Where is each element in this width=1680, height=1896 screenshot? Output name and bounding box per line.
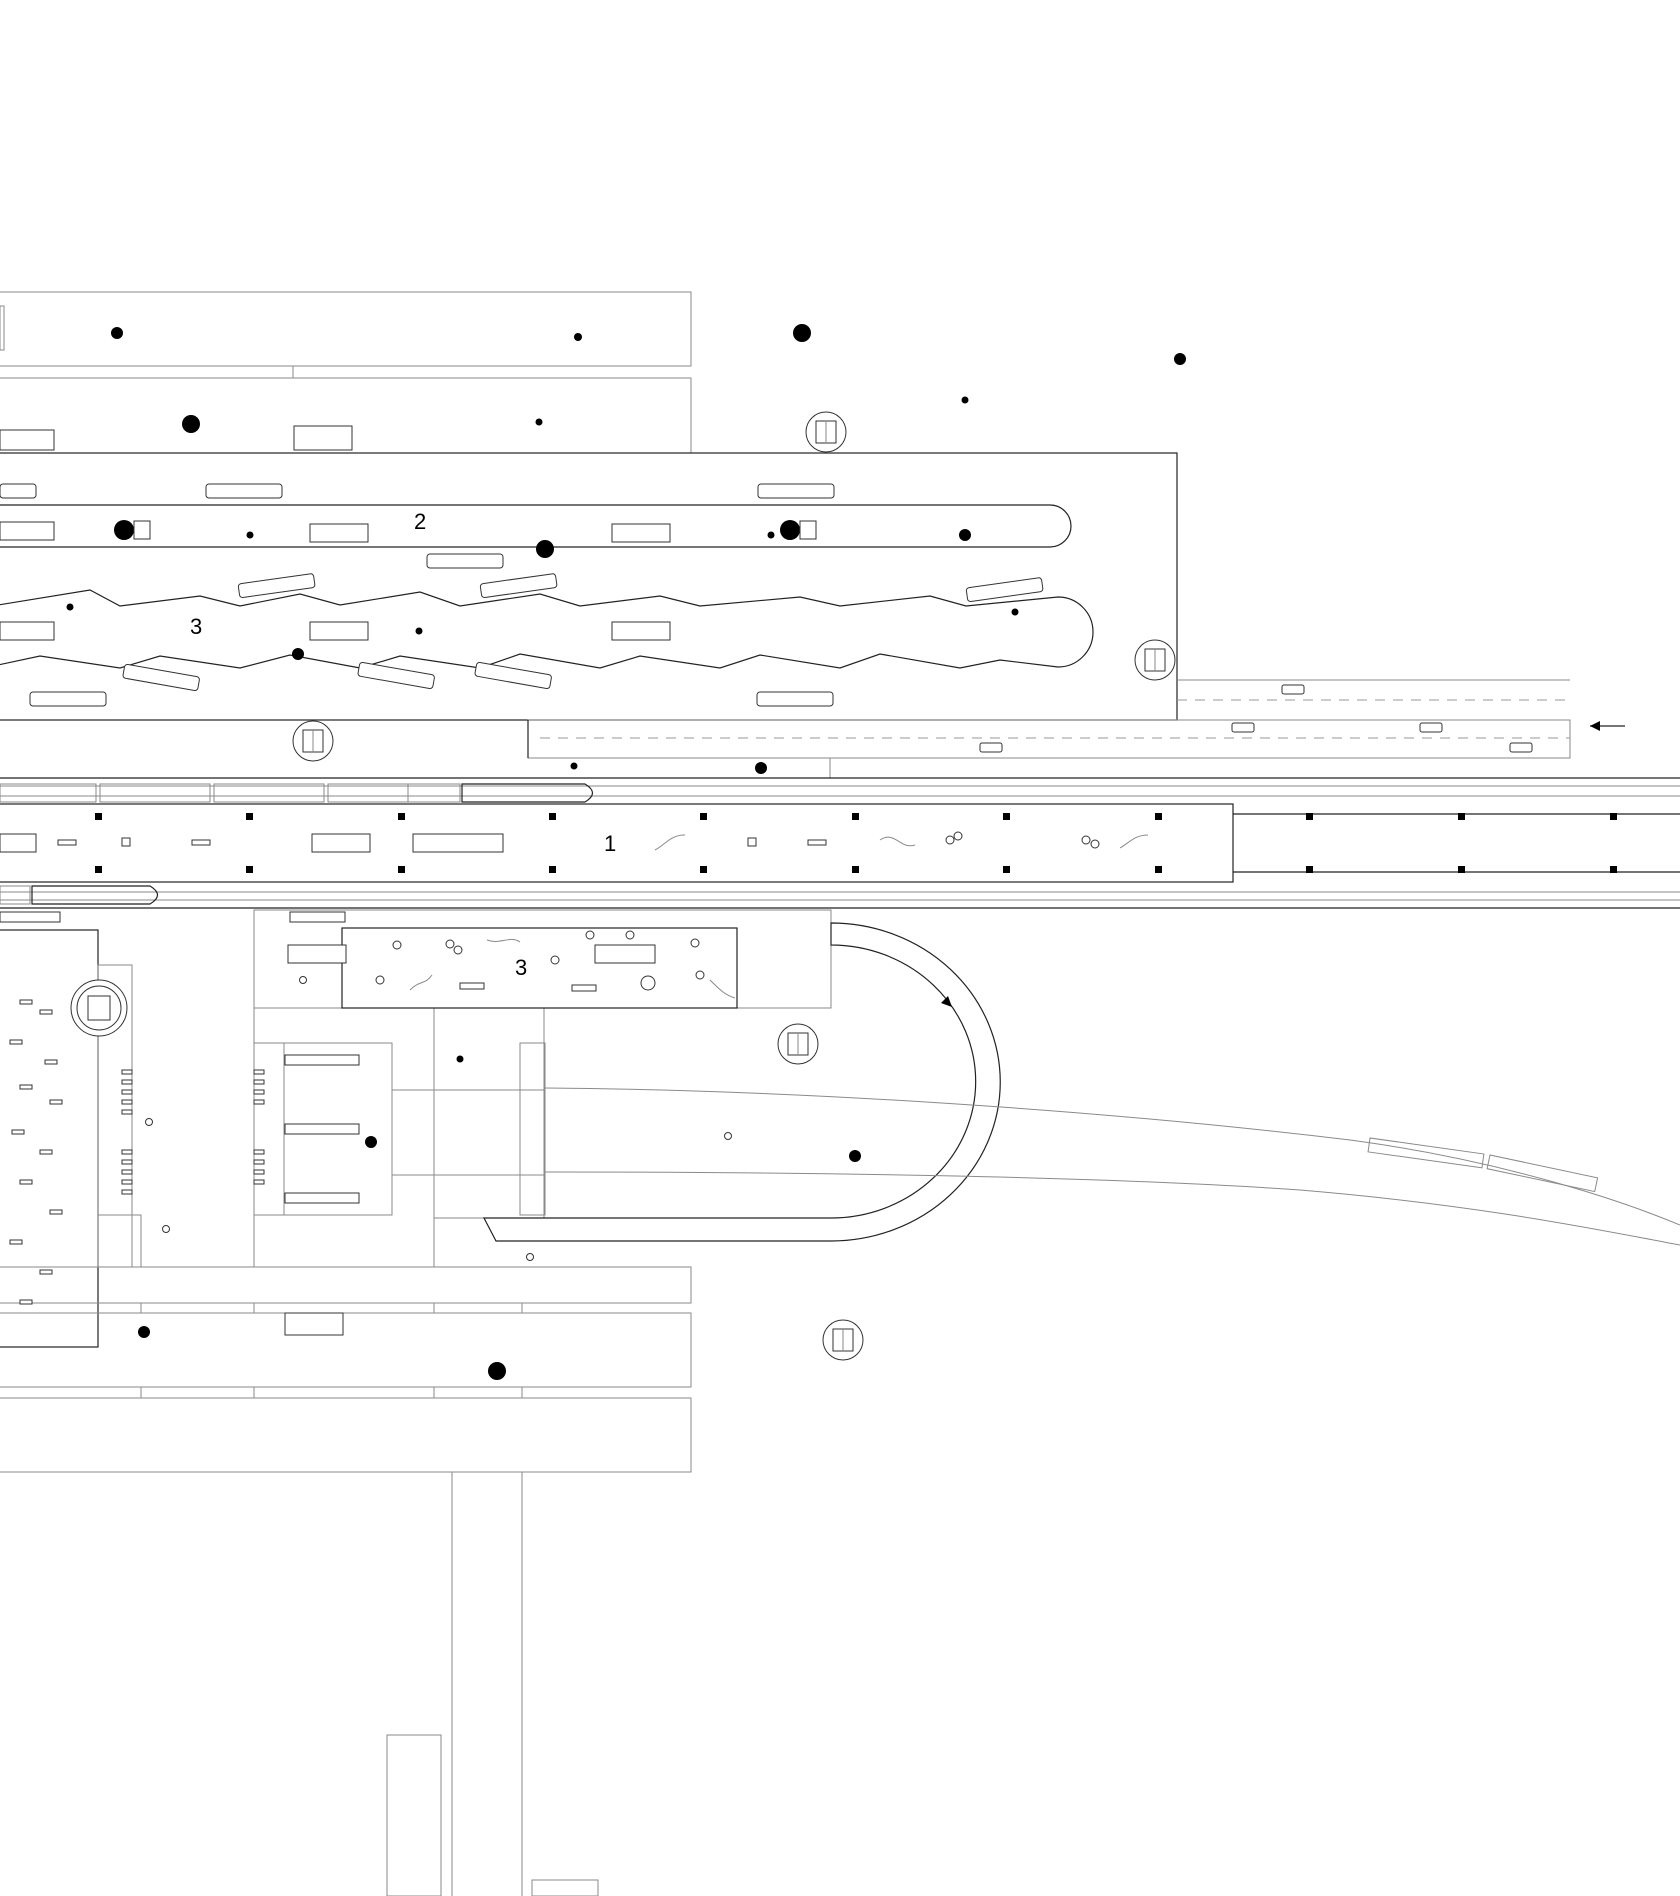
stair-core-icon xyxy=(1134,639,1176,681)
vehicle-icon xyxy=(474,661,552,690)
stair-core-icon xyxy=(805,411,847,453)
wheel-icon xyxy=(780,520,817,540)
escalator-icon xyxy=(284,1192,360,1204)
tree-dot-icon xyxy=(1011,608,1019,616)
tree-dot-icon xyxy=(570,762,578,770)
vehicle-icon xyxy=(1509,742,1533,753)
vehicle-icon xyxy=(205,483,283,499)
tree-dot-icon xyxy=(456,1055,464,1063)
direction-arrow-icon xyxy=(1590,721,1600,731)
vehicle-icon xyxy=(29,691,107,707)
escalator-icon xyxy=(309,621,369,641)
road xyxy=(527,679,1625,778)
escalator-icon xyxy=(0,911,61,923)
vehicle-icon xyxy=(1419,722,1443,733)
escalator-icon xyxy=(287,944,347,964)
tree-dot-icon xyxy=(182,415,200,433)
tree-dot-icon xyxy=(535,418,543,426)
escalator-icon xyxy=(0,621,55,641)
rail-corridor xyxy=(0,777,1680,909)
escalator-icon xyxy=(611,523,671,543)
vehicle-icon xyxy=(757,483,835,499)
escalator-icon xyxy=(284,1312,344,1336)
zone-label-1: 1 xyxy=(604,831,616,856)
vehicle-icon xyxy=(0,483,37,499)
escalator-icon xyxy=(0,833,37,853)
escalator-icon xyxy=(0,429,55,451)
stair-cores xyxy=(70,411,1176,1361)
stair-core-icon xyxy=(292,720,334,762)
escalator-icon xyxy=(309,523,369,543)
tree-dot-icon xyxy=(66,603,74,611)
tree-dot-icon xyxy=(574,333,582,341)
zone-label-3-upper: 3 xyxy=(190,614,202,639)
vehicle-icon xyxy=(357,661,435,690)
tree-dots xyxy=(66,324,1186,1380)
seating-rows xyxy=(9,976,732,1305)
lower-buildings xyxy=(0,909,832,1896)
vehicle-icon xyxy=(965,577,1044,602)
vehicle-icon xyxy=(122,663,200,692)
tree-dot-icon xyxy=(849,1150,861,1162)
vehicle-icon xyxy=(426,553,504,569)
escalator-icon xyxy=(284,1054,360,1066)
tree-dot-icon xyxy=(292,648,304,660)
tree-dot-icon xyxy=(959,529,971,541)
stair-core-icon xyxy=(822,1319,864,1361)
wheel-icon xyxy=(114,520,151,540)
vehicle-icon xyxy=(1231,722,1255,733)
tree-dot-icon xyxy=(536,540,554,558)
tree-dot-icon xyxy=(246,531,254,539)
plaza-furniture xyxy=(375,930,736,999)
vehicle-icon xyxy=(479,573,558,598)
escalator-icon xyxy=(594,944,656,964)
tree-dot-icon xyxy=(415,627,423,635)
tree-dot-icon xyxy=(767,531,775,539)
vehicle-icon xyxy=(1281,684,1305,695)
escalator-icon xyxy=(293,425,353,451)
escalator-icon xyxy=(311,833,371,853)
tree-dot-icon xyxy=(111,327,123,339)
tree-dot-icon xyxy=(365,1136,377,1148)
escalators xyxy=(0,425,671,1336)
tree-dot-icon xyxy=(961,396,969,404)
tree-dot-icon xyxy=(138,1326,150,1338)
platform-columns xyxy=(57,813,1617,873)
stair-core-icon xyxy=(70,979,128,1037)
vehicle-icon xyxy=(756,691,834,707)
tree-dot-icon xyxy=(755,762,767,774)
zone-label-2: 2 xyxy=(414,509,426,534)
vehicles xyxy=(0,483,1044,707)
zone-label-3-lower: 3 xyxy=(515,955,527,980)
escalator-icon xyxy=(412,833,504,853)
escalator-icon xyxy=(0,521,55,541)
curved-ramp xyxy=(483,922,1680,1246)
direction-arrow-icon xyxy=(941,996,952,1007)
tree-dot-icon xyxy=(793,324,811,342)
vehicle-icon xyxy=(237,573,316,598)
stair-core-icon xyxy=(777,1023,819,1065)
escalator-icon xyxy=(611,621,671,641)
vehicle-icon xyxy=(979,742,1003,753)
escalator-icon xyxy=(289,911,346,923)
tree-dot-icon xyxy=(488,1362,506,1380)
tree-dot-icon xyxy=(1174,353,1186,365)
escalator-icon xyxy=(284,1123,360,1135)
